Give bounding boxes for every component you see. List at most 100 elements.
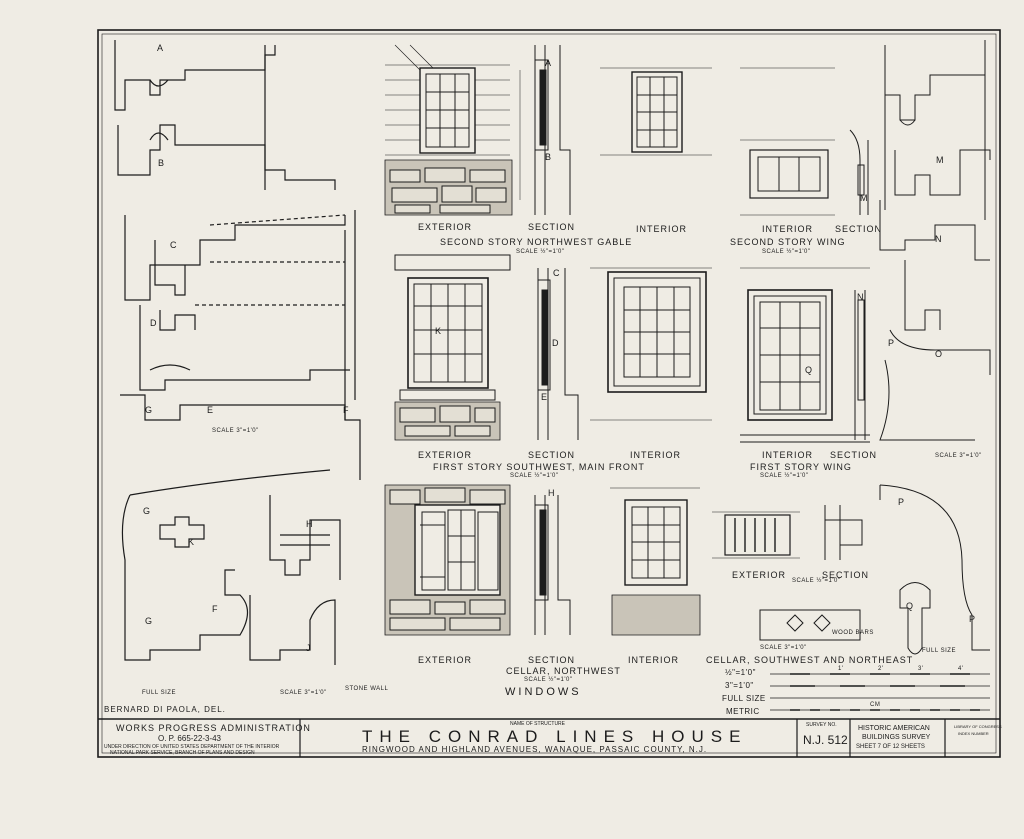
label-section-1: SECTION xyxy=(528,222,576,232)
label-full-size: FULL SIZE xyxy=(922,648,956,654)
caption-first-story-southwest-main-front: FIRST STORY SOUTHWEST, MAIN FRONT xyxy=(433,462,645,472)
detail-letter-p: P xyxy=(898,497,905,507)
label-section-5: SECTION xyxy=(528,655,576,665)
scale-note: SCALE ½"=1'0" xyxy=(760,473,809,479)
detail-letter-f: F xyxy=(343,405,349,415)
label-wood-bars: WOOD BARS xyxy=(832,630,874,636)
detail-letter-b: B xyxy=(158,158,165,168)
structure-name: THE CONRAD LINES HOUSE xyxy=(362,727,748,746)
label-section-3: SECTION xyxy=(528,450,576,460)
title-block-frame xyxy=(299,719,946,757)
detail-letter-h: H xyxy=(548,488,555,498)
label-exterior-1: EXTERIOR xyxy=(418,222,473,232)
molding-profiles-bottom-left xyxy=(121,469,341,665)
window-row-2 xyxy=(394,200,991,443)
detail-letter-b: B xyxy=(545,152,552,162)
detail-letter-d: D xyxy=(552,338,559,348)
scale-note: SCALE ½"=1'0" xyxy=(516,249,565,255)
label-exterior-6: EXTERIOR xyxy=(732,570,787,580)
detail-letter-j: J xyxy=(306,643,311,653)
delineator-credit: BERNARD DI PAOLA, DEL. xyxy=(104,705,226,714)
detail-letter-e: E xyxy=(541,392,548,402)
scale-note: SCALE 3"=1'0" xyxy=(935,453,982,459)
detail-letter-a: A xyxy=(545,58,552,68)
graphic-scale-label: METRIC xyxy=(726,707,760,716)
detail-letter-p: P xyxy=(888,338,895,348)
scale-note: SCALE ½"=1'0" xyxy=(524,677,573,683)
detail-letter-k: K xyxy=(188,537,195,547)
graphic-scale-unit: CM xyxy=(870,702,881,708)
label-interior-1: INTERIOR xyxy=(636,224,688,234)
label-exterior-5: EXTERIOR xyxy=(418,655,473,665)
survey-caption: SURVEY NO. xyxy=(806,722,837,728)
detail-letter-d: D xyxy=(150,318,157,328)
agency-branch: NATIONAL PARK SERVICE, BRANCH OF PLANS A… xyxy=(110,750,255,756)
molding-profiles-right xyxy=(884,40,991,220)
agency-name: WORKS PROGRESS ADMINISTRATION xyxy=(116,723,311,733)
detail-letter-p: P xyxy=(969,614,976,624)
detail-letter-g: G xyxy=(143,506,151,516)
label-interior-5: INTERIOR xyxy=(628,655,680,665)
scale-note: SCALE ½"=1'0" xyxy=(510,473,559,479)
label-interior-2: INTERIOR xyxy=(762,224,814,234)
library-caption: LIBRARY OF CONGRESS xyxy=(954,724,1002,729)
detail-letter-q: Q xyxy=(805,365,813,375)
label-section-4: SECTION xyxy=(830,450,878,460)
scale-note: SCALE 3"=1'0" xyxy=(212,428,259,434)
project-number: O. P. 665-22-3-43 xyxy=(158,734,222,743)
detail-letter-m: M xyxy=(860,193,868,203)
graphic-scale-label: ½"=1'0" xyxy=(725,668,756,677)
graphic-scale-tick: 1' xyxy=(838,666,844,672)
scale-note: SCALE ½"=1'0" xyxy=(762,249,811,255)
label-exterior-3: EXTERIOR xyxy=(418,450,473,460)
detail-letter-c: C xyxy=(170,240,177,250)
scale-note: SCALE ½"=1'0" xyxy=(792,578,841,584)
detail-letter-n: N xyxy=(857,292,864,302)
window-row-1 xyxy=(384,44,869,216)
caption-cellar-northwest: CELLAR, NORTHWEST xyxy=(506,666,621,676)
detail-letter-o: O xyxy=(935,349,943,359)
detail-letter-a: A xyxy=(157,43,164,53)
detail-letter-m: M xyxy=(936,155,944,165)
label-interior-4: INTERIOR xyxy=(762,450,814,460)
caption-second-story-northwest-gable: SECOND STORY NORTHWEST GABLE xyxy=(440,237,633,247)
window-row-3 xyxy=(384,484,990,655)
detail-letter-h: H xyxy=(306,519,313,529)
caption-first-story-wing: FIRST STORY WING xyxy=(750,462,852,472)
structure-location: RINGWOOD AND HIGHLAND AVENUES, WANAQUE, … xyxy=(362,745,708,754)
caption-second-story-wing: SECOND STORY WING xyxy=(730,237,846,247)
label-section-6: SECTION xyxy=(822,570,870,580)
scale-note: SCALE 3"=1'0" xyxy=(760,645,807,651)
molding-profiles-left xyxy=(114,40,361,480)
label-stone-wall: STONE WALL xyxy=(345,686,389,692)
scale-note: SCALE 3"=1'0" xyxy=(280,690,327,696)
detail-letter-c: C xyxy=(553,268,560,278)
graphic-scale-tick: 2' xyxy=(878,666,884,672)
caption-windows: WINDOWS xyxy=(505,686,582,698)
label-interior-3: INTERIOR xyxy=(630,450,682,460)
label-section-2: SECTION xyxy=(835,224,883,234)
caption-cellar-southwest-northeast: CELLAR, SOUTHWEST AND NORTHEAST xyxy=(706,655,914,665)
sheet-number: SHEET 7 OF 12 SHEETS xyxy=(856,744,925,750)
detail-letter-g: G xyxy=(145,616,153,626)
graphic-scale-tick: 3' xyxy=(918,666,924,672)
graphic-scale xyxy=(770,673,990,711)
graphic-scale-label: 3"=1'0" xyxy=(725,681,754,690)
detail-letter-k: K xyxy=(435,326,442,336)
detail-letter-n: N xyxy=(935,234,942,244)
detail-letter-f: F xyxy=(212,604,218,614)
label-full-size: FULL SIZE xyxy=(142,690,176,696)
index-caption: INDEX NUMBER xyxy=(958,731,989,736)
survey-name-line-1: HISTORIC AMERICAN xyxy=(858,725,930,732)
survey-name-line-2: BUILDINGS SURVEY xyxy=(862,734,931,741)
sheet-border xyxy=(97,29,1001,758)
detail-letter-q: Q xyxy=(906,601,914,611)
graphic-scale-tick: 4' xyxy=(958,666,964,672)
detail-letter-g: G xyxy=(145,405,153,415)
graphic-scale-label: FULL SIZE xyxy=(722,694,766,703)
agency-direction: UNDER DIRECTION OF UNITED STATES DEPARTM… xyxy=(104,744,280,750)
detail-letter-e: E xyxy=(207,405,214,415)
name-of-structure-caption: NAME OF STRUCTURE xyxy=(510,721,565,727)
